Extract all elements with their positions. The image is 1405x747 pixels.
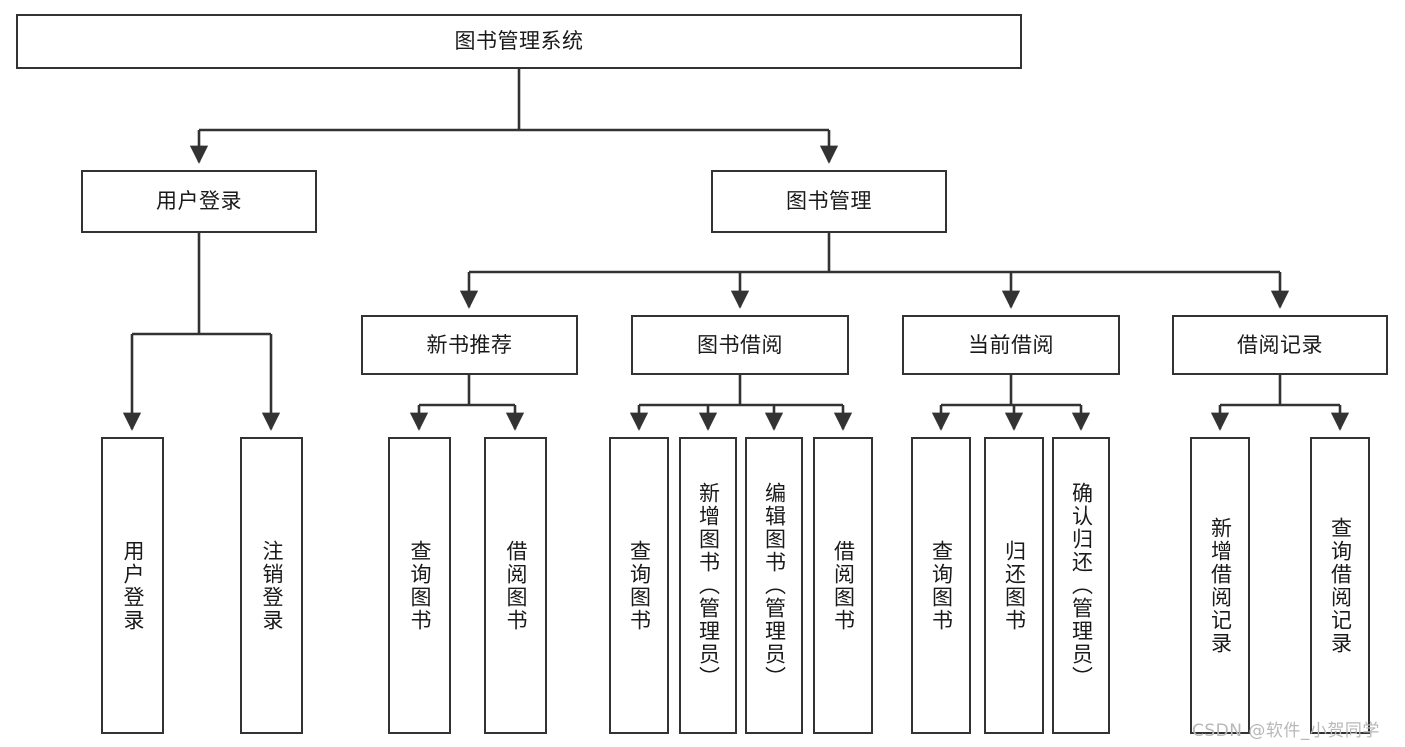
node-leaf-borrow-book-recommend-label: 借阅图书 (504, 539, 528, 632)
node-leaf-query-book-current[interactable]: 查询图书 (911, 437, 971, 734)
node-leaf-query-book-borrow-label: 查询图书 (627, 539, 652, 632)
node-root-label: 图书管理系统 (454, 29, 584, 54)
node-leaf-add-borrow-record[interactable]: 新增借阅记录 (1190, 437, 1250, 734)
node-book-borrow[interactable]: 图书借阅 (631, 315, 849, 375)
node-book-management-label: 图书管理 (786, 189, 872, 214)
node-leaf-confirm-return-label: 确认归还（管理员） (1069, 482, 1094, 689)
node-leaf-borrow-book-label: 借阅图书 (831, 539, 856, 632)
csdn-watermark: CSDN @软件_小贺同学 (1192, 721, 1380, 741)
node-leaf-add-book-label: 新增图书（管理员） (696, 482, 721, 689)
node-leaf-logout-label: 注销登录 (260, 539, 284, 632)
node-leaf-add-book[interactable]: 新增图书（管理员） (679, 437, 737, 734)
node-book-borrow-label: 图书借阅 (697, 332, 783, 357)
node-current-borrow-label: 当前借阅 (968, 332, 1054, 357)
node-root[interactable]: 图书管理系统 (16, 14, 1022, 69)
node-leaf-user-login[interactable]: 用户登录 (101, 437, 164, 734)
node-leaf-query-book-current-label: 查询图书 (929, 539, 954, 632)
node-new-book-recommend[interactable]: 新书推荐 (361, 315, 578, 375)
node-leaf-logout[interactable]: 注销登录 (240, 437, 303, 734)
node-leaf-query-borrow-record-label: 查询借阅记录 (1328, 516, 1353, 655)
node-leaf-user-login-label: 用户登录 (121, 539, 145, 632)
node-leaf-edit-book[interactable]: 编辑图书（管理员） (745, 437, 803, 734)
node-leaf-query-book-recommend-label: 查询图书 (408, 539, 432, 632)
node-borrow-record[interactable]: 借阅记录 (1172, 315, 1388, 375)
node-leaf-query-book-borrow[interactable]: 查询图书 (609, 437, 669, 734)
node-leaf-confirm-return[interactable]: 确认归还（管理员） (1052, 437, 1110, 734)
node-leaf-return-book-label: 归还图书 (1002, 539, 1027, 632)
node-user-login-label: 用户登录 (156, 189, 242, 214)
node-leaf-edit-book-label: 编辑图书（管理员） (762, 482, 787, 689)
node-new-book-recommend-label: 新书推荐 (426, 332, 513, 357)
node-book-management[interactable]: 图书管理 (711, 170, 947, 233)
node-borrow-record-label: 借阅记录 (1237, 332, 1323, 357)
node-leaf-borrow-book-recommend[interactable]: 借阅图书 (484, 437, 547, 734)
node-leaf-query-book-recommend[interactable]: 查询图书 (388, 437, 451, 734)
node-leaf-borrow-book[interactable]: 借阅图书 (813, 437, 873, 734)
node-leaf-query-borrow-record[interactable]: 查询借阅记录 (1310, 437, 1370, 734)
node-current-borrow[interactable]: 当前借阅 (902, 315, 1120, 375)
node-leaf-return-book[interactable]: 归还图书 (984, 437, 1044, 734)
node-leaf-add-borrow-record-label: 新增借阅记录 (1208, 516, 1233, 655)
node-user-login[interactable]: 用户登录 (81, 170, 317, 233)
